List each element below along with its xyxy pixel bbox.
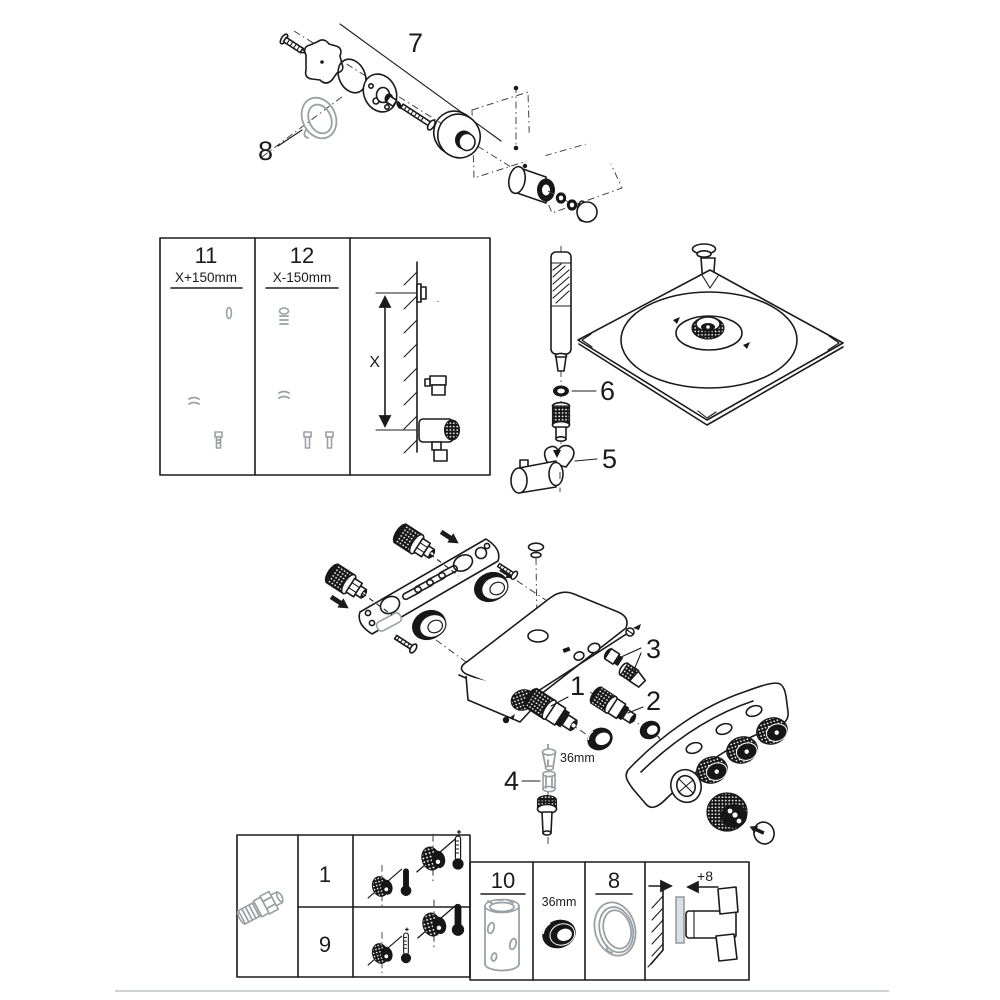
cover-bracket-group: [625, 682, 792, 845]
inset-fittings-box: 10 36mm 8: [469, 861, 750, 981]
shower-rail: [527, 179, 545, 559]
wall-union-trim-group: 8 7: [258, 23, 547, 190]
spacer-plate: [675, 896, 685, 944]
wall-union: [507, 163, 555, 204]
callout-7: 7: [408, 28, 423, 58]
hand-shower-group: 6 5: [510, 246, 617, 494]
head-shower: [577, 257, 844, 426]
glide-clamp: [424, 375, 447, 396]
seal-number: 8: [608, 868, 620, 893]
oval-seal-part: [593, 901, 637, 957]
thermometer-icon: [451, 903, 465, 937]
row1-number: 1: [319, 862, 331, 887]
cartridge-ring-b: [639, 720, 661, 740]
part4-insert: [542, 770, 556, 793]
pipe-11: [188, 306, 233, 459]
sleeve-number: 10: [491, 868, 515, 893]
pipe11-number: 11: [195, 243, 218, 268]
check-valve: [603, 647, 624, 667]
head-hub: [691, 316, 725, 340]
pipe11-dimension: X+150mm: [175, 270, 237, 285]
mousseur-cone: [541, 748, 557, 771]
cover-end-ring: [670, 768, 702, 804]
seal-gasket: [303, 39, 344, 84]
o-ring-seal: [337, 58, 367, 94]
union-o-ring: [566, 199, 578, 211]
mounting-flange: [362, 73, 402, 113]
inset-cartridge-box: 1 9: [236, 829, 471, 978]
insert-arrow: [438, 527, 462, 548]
outlet-nipple: [536, 794, 558, 836]
deck-screw: [625, 624, 641, 637]
thermostat-cartridge: [523, 687, 578, 732]
callout-2: 2: [646, 686, 661, 716]
wall-mount-diagram: X: [369, 251, 478, 462]
valve-deck: [458, 591, 629, 723]
valve-assembly: 3 1 36mm 2: [321, 520, 661, 844]
callout-6: 6: [600, 376, 615, 406]
wall-spacer-diagram: +8: [647, 868, 739, 968]
shower-column: [507, 113, 717, 559]
thermometer-icon: [400, 868, 412, 897]
pipe-screw: [303, 431, 312, 449]
ring-dimension-label: 36mm: [560, 751, 595, 765]
retaining-ring: [300, 96, 338, 140]
pipe-screw: [325, 431, 334, 449]
coupling-nut: [551, 401, 571, 442]
callout-1: 1: [570, 671, 585, 701]
insert-arrow: [328, 592, 352, 613]
knob-icon: [367, 931, 403, 975]
callout-3: 3: [646, 634, 661, 664]
wall-dimension-label: X: [369, 354, 380, 371]
ring-nut-part: [542, 919, 576, 949]
callout-4: 4: [504, 766, 519, 796]
control-knob: [706, 792, 748, 832]
pipe-screw: [214, 431, 223, 449]
cartridge-ring-36mm: [587, 727, 613, 751]
inset-pipes-box: 11 X+150mm 12 X-150mm: [159, 237, 491, 476]
knob-icon: [415, 833, 457, 883]
union-nut-top: [389, 520, 441, 566]
rosette-ring: [407, 604, 451, 646]
wall-offset-label: +8: [697, 868, 713, 884]
outlet-parts: 4: [504, 744, 558, 844]
ring-dimension: 36mm: [542, 895, 577, 909]
union-nut-left: [321, 560, 373, 606]
union-washer: [555, 192, 567, 204]
o-ring-part6: [553, 385, 569, 397]
adapter-part: [236, 890, 284, 925]
pipe12-dimension: X-150mm: [273, 270, 332, 285]
callout-5: 5: [602, 444, 617, 474]
diverter-piece: [618, 662, 647, 688]
small-screw: [502, 714, 515, 724]
escutcheon-rosette: [433, 110, 481, 159]
plate-screw: [392, 632, 419, 655]
sleeve-part: [484, 898, 520, 972]
callout-8: 8: [258, 136, 273, 166]
fixing-screw: [279, 33, 306, 54]
diverter-cartridge: [589, 686, 637, 724]
row2-number: 9: [319, 932, 331, 957]
thermometer-icon: [400, 927, 412, 964]
cover-cap: [576, 200, 598, 223]
mounting-plate: [358, 538, 500, 635]
slide-holder: [510, 444, 575, 494]
knob-o-ring: [753, 821, 775, 845]
flange-screw: [400, 103, 436, 131]
valve-symbol: [418, 418, 461, 462]
pipe12-number: 12: [290, 243, 314, 268]
pipe-12: [278, 307, 334, 459]
shower-arm: [526, 113, 717, 259]
hand-shower: [550, 251, 572, 372]
knob-icon: [367, 864, 403, 908]
thermometer-icon: [451, 829, 465, 871]
